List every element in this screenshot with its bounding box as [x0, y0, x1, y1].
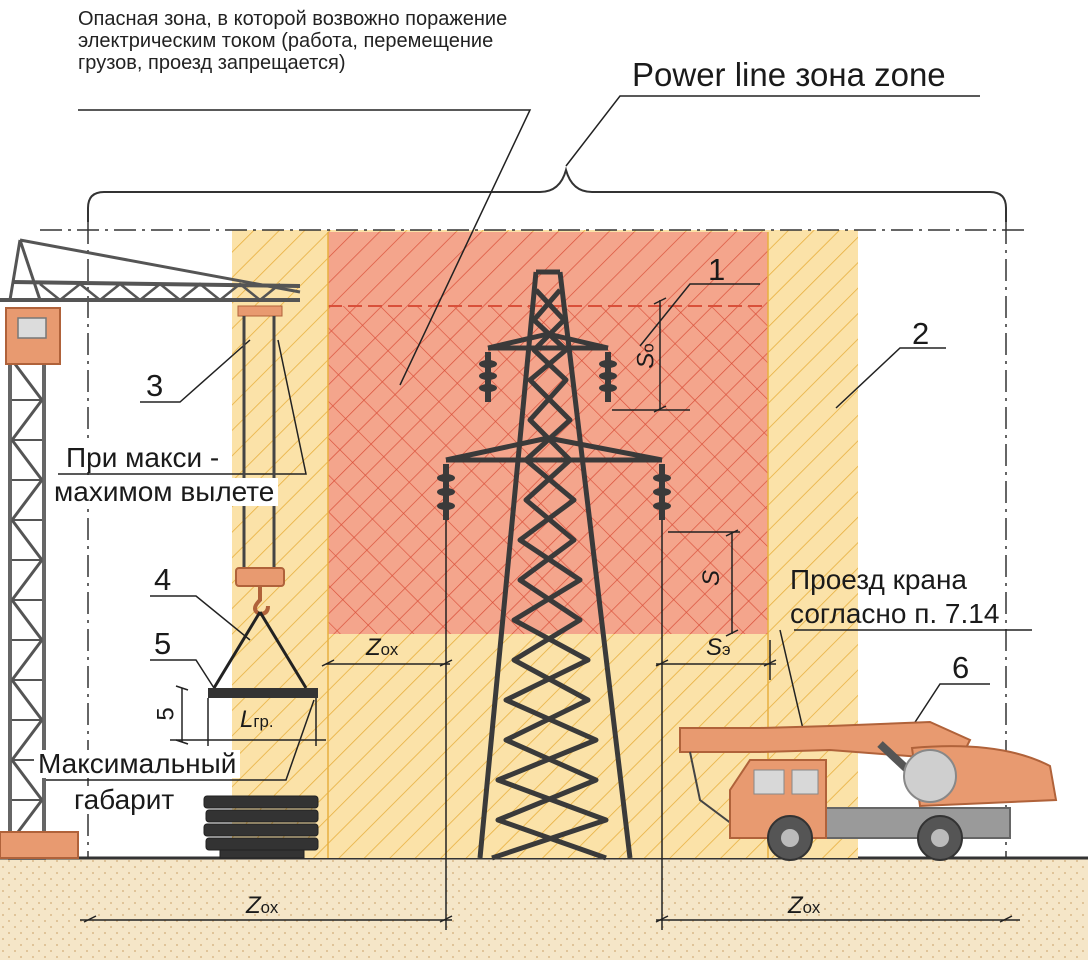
z-symbol: Z — [366, 634, 381, 661]
max-reach-line-1: При макси - — [62, 444, 224, 472]
label-3-leader — [140, 339, 251, 403]
z-subscript: ох — [380, 640, 399, 659]
crane-path-line-2: согласно п. 7.14 — [790, 598, 1000, 629]
insulator-icon — [437, 352, 671, 520]
label-6: 6 — [952, 650, 970, 685]
load-length-dim: Lгр. — [240, 708, 273, 732]
label-2-leader — [835, 347, 946, 409]
label-1: 1 — [708, 252, 726, 287]
z-subscript: ох — [802, 898, 821, 917]
ground — [0, 858, 1088, 960]
s-symbol: S — [706, 634, 723, 661]
label-5: 5 — [154, 626, 172, 661]
s-e-subscript: э — [722, 640, 731, 659]
zone-title-leader — [565, 95, 980, 167]
s-0-dim: Sо — [632, 343, 660, 369]
s-symbol: S — [632, 352, 660, 369]
max-size-line-2: габарит — [70, 786, 179, 814]
tower-crane-icon — [0, 238, 301, 860]
danger-note-leader — [78, 109, 532, 386]
z-dim-lower-left: Zох — [246, 894, 278, 918]
z-dim-lower-right: Zох — [788, 894, 820, 918]
distance-dimensions — [80, 520, 1020, 930]
clearance-dimensions — [612, 297, 740, 637]
label-1-leader — [639, 283, 760, 347]
z-symbol: Z — [246, 892, 261, 919]
zone-title: Power line зона zone — [632, 56, 946, 93]
s-e-dim: Sэ — [706, 636, 731, 660]
label-4-leader — [150, 595, 251, 641]
load-dimensions — [170, 685, 326, 746]
hoist-and-load — [208, 305, 318, 698]
z-subscript: ох — [260, 898, 279, 917]
transmission-tower-icon — [445, 269, 663, 861]
max-reach-line-2: махимом вылете — [50, 478, 279, 506]
max-size-line-1: Максимальный — [34, 750, 241, 778]
crane-path-line-1: Проезд крана — [790, 564, 967, 595]
label-3: 3 — [146, 368, 164, 403]
load-length-symbol: L — [240, 706, 254, 733]
s-dim: S — [698, 569, 726, 587]
crane-path-pointer — [779, 629, 807, 743]
load-length-subscript: гр. — [253, 712, 274, 731]
max-reach-leader — [58, 339, 307, 475]
label-2: 2 — [912, 316, 930, 351]
label-6-leader — [905, 683, 990, 737]
z-dim-upper-left: Zох — [366, 636, 398, 660]
z-symbol: Z — [788, 892, 803, 919]
label-5-leader — [150, 659, 215, 689]
danger-zone-note: Опасная зона, в которой возвожно поражен… — [78, 8, 508, 74]
label-4: 4 — [154, 562, 172, 597]
load-height-dim: 5 — [152, 707, 180, 721]
mobile-crane-icon — [679, 720, 1058, 861]
s-0-subscript: о — [638, 343, 658, 353]
load-stack-icon — [203, 795, 319, 859]
max-size-leader — [38, 699, 315, 781]
zone-brace — [87, 166, 1007, 222]
